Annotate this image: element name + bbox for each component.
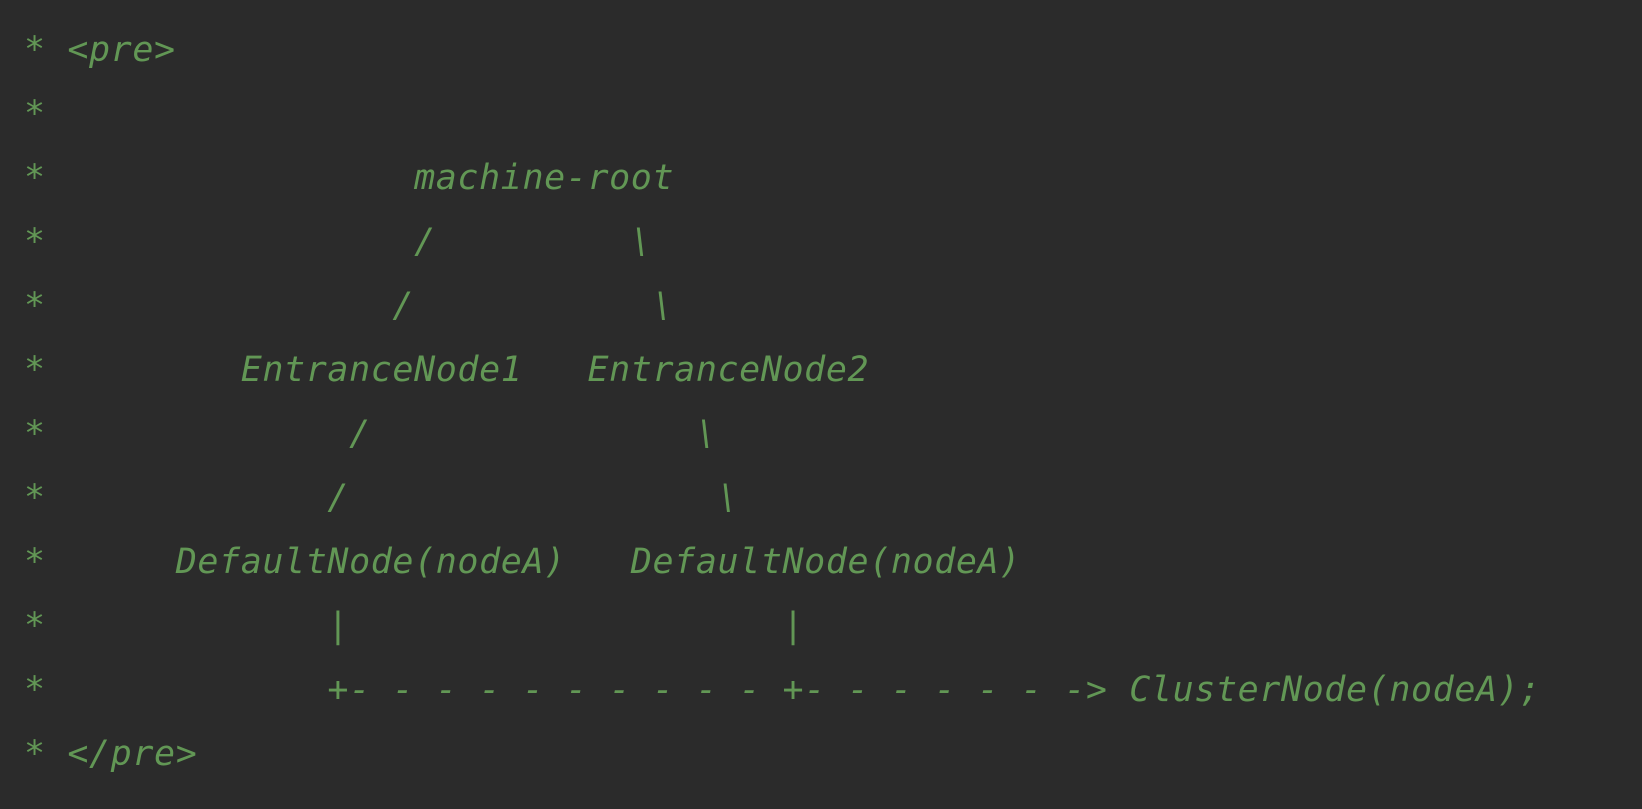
code-line-8: * / \ [24, 478, 740, 518]
code-line-5: * / \ [24, 286, 675, 326]
code-line-9: * DefaultNode(nodeA) DefaultNode(nodeA) [24, 542, 1021, 582]
code-line-2: * [24, 94, 46, 134]
code-line-12: * </pre> [24, 734, 198, 774]
code-line-7: * / \ [24, 414, 718, 454]
code-line-6: * EntranceNode1 EntranceNode2 [24, 350, 870, 390]
code-line-4: * / \ [24, 222, 653, 262]
code-line-3: * machine-root [24, 158, 675, 198]
code-line-1: * <pre> [24, 30, 176, 70]
code-line-10: * | | [24, 606, 805, 646]
code-line-11: * +- - - - - - - - - - +- - - - - - -> C… [24, 670, 1542, 710]
